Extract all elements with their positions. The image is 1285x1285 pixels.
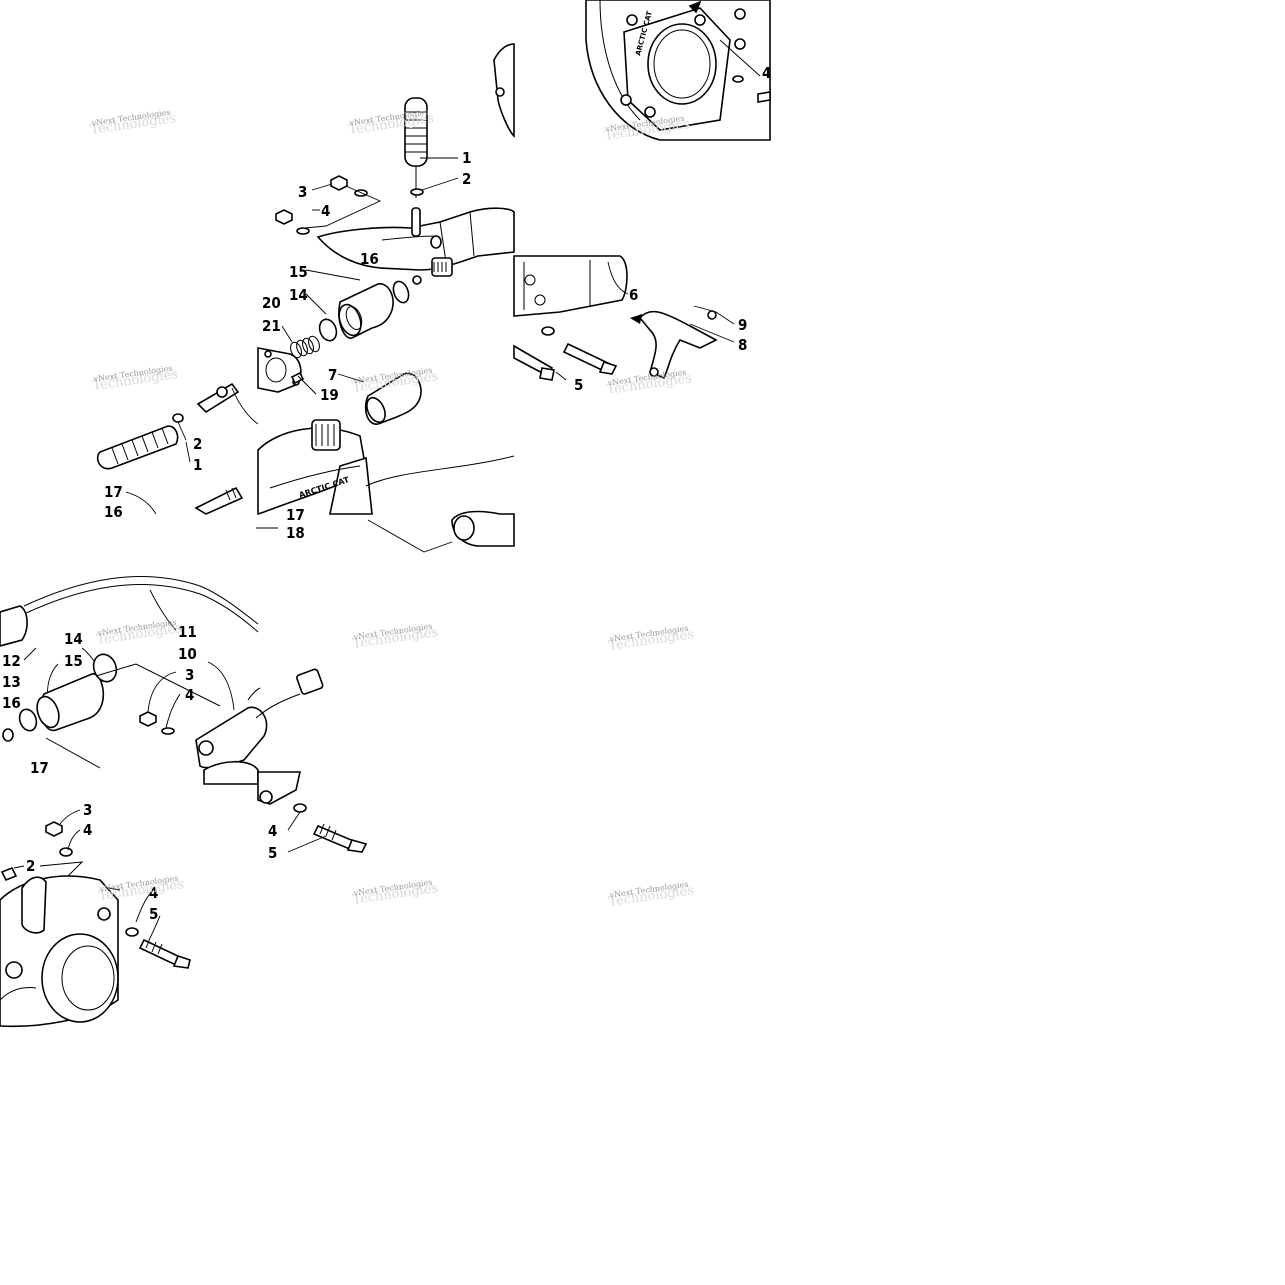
callout-20: 20 [262, 294, 281, 312]
callout-16-cable: 16 [2, 694, 21, 712]
callout-15-lower: 15 [64, 652, 83, 670]
boot-part-7 [364, 372, 422, 425]
callout-5-bracket: 5 [574, 376, 583, 394]
cover-plate-part-20 [257, 347, 302, 393]
shift-motor-part-10 [195, 668, 324, 785]
callout-11: 11 [178, 623, 197, 641]
boot-part-1-top [404, 97, 428, 198]
callout-8: 8 [738, 336, 747, 354]
callout-5-housing: 5 [149, 905, 158, 923]
gear-housing-lower: ARCTIC CAT [257, 419, 373, 516]
tile-mount [0, 771, 368, 1028]
nut-part-17-lower [2, 728, 14, 742]
callout-labels: 1 2 3 4 15 14 20 21 16 7 19 2 1 17 16 17… [2, 64, 771, 923]
callout-2-bottom: 2 [26, 857, 35, 875]
ring-part-16 [392, 280, 410, 304]
callout-14-lower: 14 [64, 630, 83, 648]
ring-part-16-lower [18, 708, 38, 732]
tile-shift-linkage: ARCTIC CAT [96, 43, 515, 553]
callout-4-bottom: 4 [83, 821, 92, 839]
nut-part-3-bottom [45, 821, 63, 837]
callout-4-mid: 4 [185, 686, 194, 704]
washer-part-4-bottom [59, 847, 73, 857]
callout-3-mid: 3 [185, 666, 194, 684]
callout-16-lower: 16 [104, 503, 123, 521]
callout-1: 1 [462, 149, 471, 167]
nut-part-3b [275, 209, 293, 225]
callout-6: 6 [629, 286, 638, 304]
callout-1-lower: 1 [193, 456, 202, 474]
boot-part-1-lower [96, 425, 179, 470]
callout-4-housing: 4 [149, 884, 158, 902]
callout-17-housing: 17 [286, 506, 305, 524]
callout-4-mount: 4 [268, 822, 277, 840]
callout-3: 3 [298, 183, 307, 201]
callout-21: 21 [262, 317, 281, 335]
callout-18: 18 [286, 524, 305, 542]
ring-part-14 [318, 318, 338, 342]
nut-part-3a [330, 175, 348, 191]
tile-cable-motor [0, 576, 324, 785]
washer-part-4b [296, 227, 310, 235]
callout-4-cover: 4 [762, 64, 771, 82]
cable-end-12 [0, 605, 28, 647]
cable-upper [365, 455, 515, 487]
callout-4: 4 [321, 202, 330, 220]
screw-part-19 [290, 371, 305, 385]
callout-15: 15 [289, 263, 308, 281]
boot-part-15 [338, 283, 394, 339]
callout-13: 13 [2, 673, 21, 691]
clip-part-2-lower [172, 413, 184, 423]
nut-part-3-mid [139, 711, 157, 727]
washer-part-4-right [125, 927, 139, 937]
callout-12: 12 [2, 652, 21, 670]
callout-7: 7 [328, 366, 337, 384]
callout-2-lower: 2 [193, 435, 202, 453]
callout-3-bottom: 3 [83, 801, 92, 819]
callout-5-mount: 5 [268, 844, 277, 862]
shift-cable [23, 576, 259, 625]
clip-part-2 [410, 188, 424, 196]
tile-rear-cover: ARCTIC CAT [585, 0, 771, 141]
callout-16: 16 [360, 250, 379, 268]
output-shaft-part-17 [194, 486, 244, 515]
callout-17-cable: 17 [30, 759, 49, 777]
washer-part-4-mid [161, 727, 175, 735]
callout-14: 14 [289, 286, 308, 304]
callout-9: 9 [738, 316, 747, 334]
shift-housing [316, 207, 515, 271]
boot-part-15-lower [36, 673, 105, 732]
callout-10: 10 [178, 645, 197, 663]
gear-housing-bottom [0, 875, 119, 1028]
callout-19: 19 [320, 386, 339, 404]
spring-part-21 [290, 335, 320, 359]
clip-part-2-bottom [0, 866, 18, 882]
tile-bracket [513, 255, 735, 381]
callout-17: 17 [104, 483, 123, 501]
callout-2: 2 [462, 170, 471, 188]
